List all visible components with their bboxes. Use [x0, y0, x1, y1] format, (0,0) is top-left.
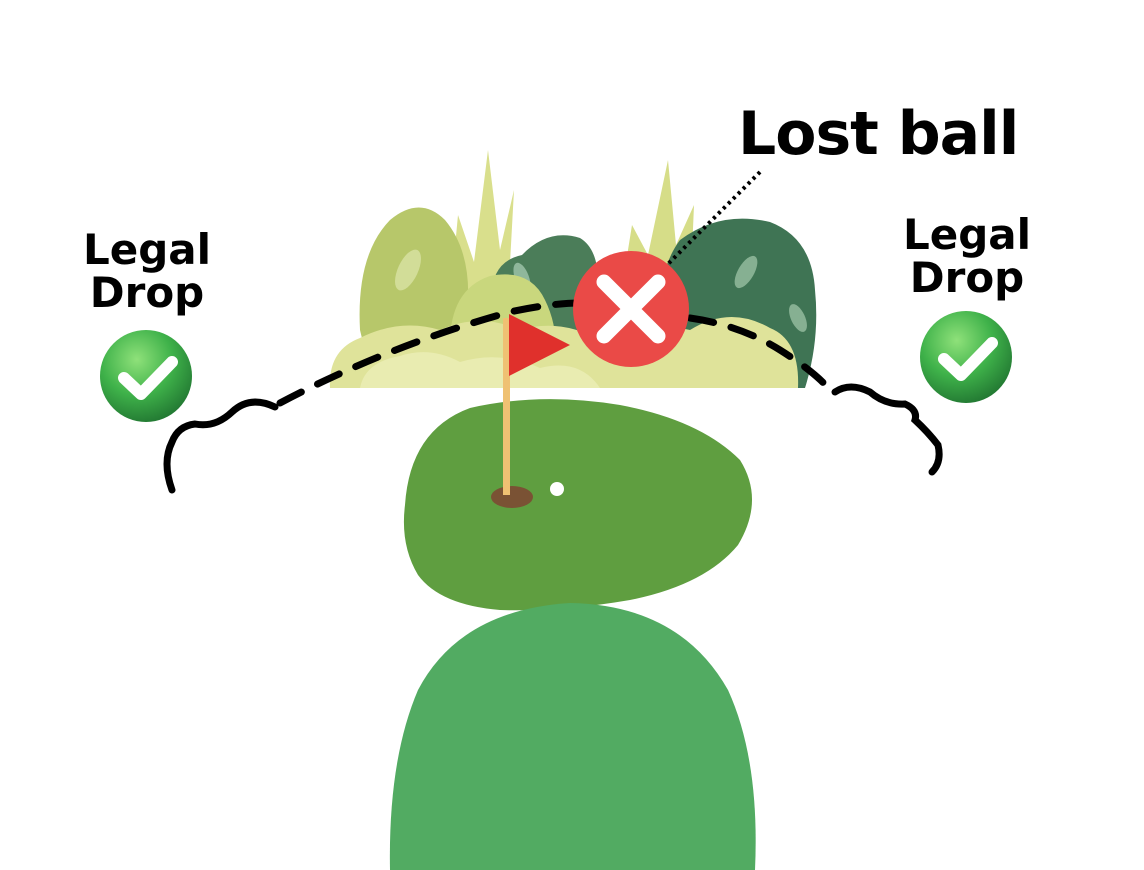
legal-drop-right-line1: Legal [902, 210, 1032, 259]
flag-icon [503, 314, 570, 495]
putting-green [403, 399, 753, 611]
legal-drop-left-line1: Legal [82, 225, 212, 274]
x-circle-icon [573, 251, 689, 367]
check-circle-icon [920, 311, 1012, 403]
boundary-squiggle-right [831, 383, 943, 476]
boundary-line-right [686, 314, 834, 394]
hazard-bushes [329, 150, 817, 388]
check-circle-icon [100, 330, 192, 422]
boundary-line [276, 299, 604, 407]
legal-drop-right-line2: Drop [909, 252, 1025, 302]
fairway [389, 603, 756, 870]
boundary-squiggle-left [163, 398, 279, 494]
golf-ball [550, 482, 564, 496]
hole [491, 486, 533, 508]
legal-drop-left-line2: Drop [89, 267, 205, 317]
lost-ball-label: Lost ball [738, 99, 1019, 169]
legal-drop-right-label: Legal Drop [890, 210, 1044, 302]
legal-drop-left-label: Legal Drop [70, 225, 224, 317]
lost-ball-pointer [662, 170, 762, 270]
